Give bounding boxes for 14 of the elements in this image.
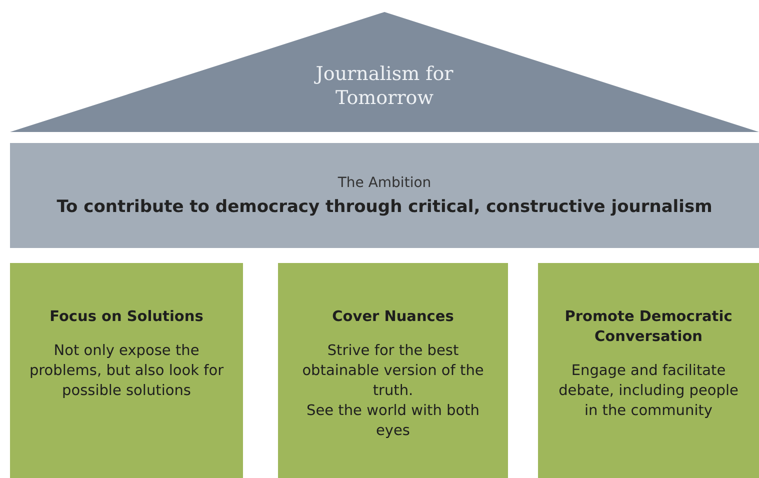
pillar-box	[278, 263, 508, 478]
pillar-box	[538, 263, 759, 478]
ambition-statement: To contribute to democracy through critical, constructive journalism	[56, 197, 714, 217]
band-heading: The Ambition	[336, 175, 432, 191]
pillar-description: Engage and facilitate debate, including people in the community	[558, 362, 740, 421]
ambition-band	[10, 143, 759, 248]
pillar-description: Not only expose the problems, but also look for possible solutions	[28, 342, 225, 401]
pillar-heading: Focus on Solutions	[48, 308, 204, 327]
pillar-heading: Promote Democratic Conversation	[564, 308, 734, 347]
pillar-description: Strive for the best obtainable version of the truth.	[301, 342, 485, 401]
pillar-box	[10, 263, 243, 478]
pillar-heading: Cover Nuances	[331, 308, 455, 327]
roof-title: Journalism for Tomorrow	[314, 62, 454, 110]
pillar-description: See the world with both eyes	[306, 402, 480, 441]
